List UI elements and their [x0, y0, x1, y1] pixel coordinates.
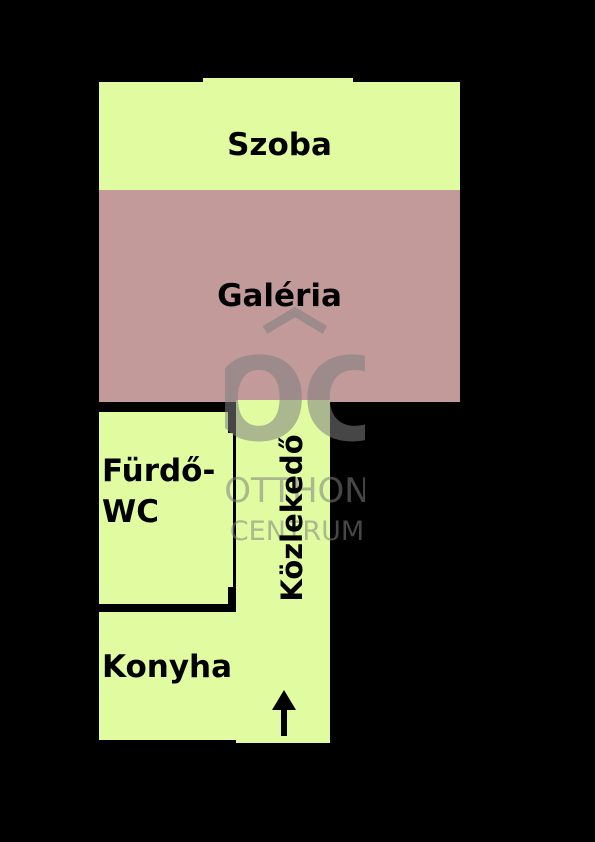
- watermark-line1: OTTHON: [225, 471, 365, 511]
- room-furdo-label-line1: Fürdő-: [102, 453, 216, 489]
- wall-right-bathroom-top: [228, 405, 234, 433]
- room-szoba-label: Szoba: [227, 127, 332, 163]
- watermark-roof: [262, 306, 328, 334]
- room-galeria: [99, 190, 460, 402]
- wall-top-bathroom: [99, 405, 235, 411]
- room-furdo-label-line2: WC: [102, 494, 159, 530]
- wall-right-bathroom-bottom: [228, 587, 234, 609]
- watermark-line2: CENTRUM: [230, 516, 364, 547]
- room-szoba-notch: [203, 78, 353, 84]
- room-konyha-label: Konyha: [102, 649, 233, 685]
- room-kozlekedo-label: Közlekedő: [275, 434, 310, 602]
- up-arrow-icon: [272, 690, 296, 736]
- room-furdo-wc: [99, 412, 233, 608]
- wall-corridor-right: [330, 403, 334, 743]
- room-szoba: [99, 82, 460, 190]
- room-konyha: [99, 612, 236, 740]
- watermark-monogram: OC: [225, 334, 365, 468]
- room-galeria-label: Galéria: [217, 278, 342, 314]
- room-kozlekedo: [236, 400, 330, 743]
- watermark-logo: OC OTTHON CENTRUM: [225, 306, 365, 547]
- wall-bathroom-kitchen: [99, 604, 235, 610]
